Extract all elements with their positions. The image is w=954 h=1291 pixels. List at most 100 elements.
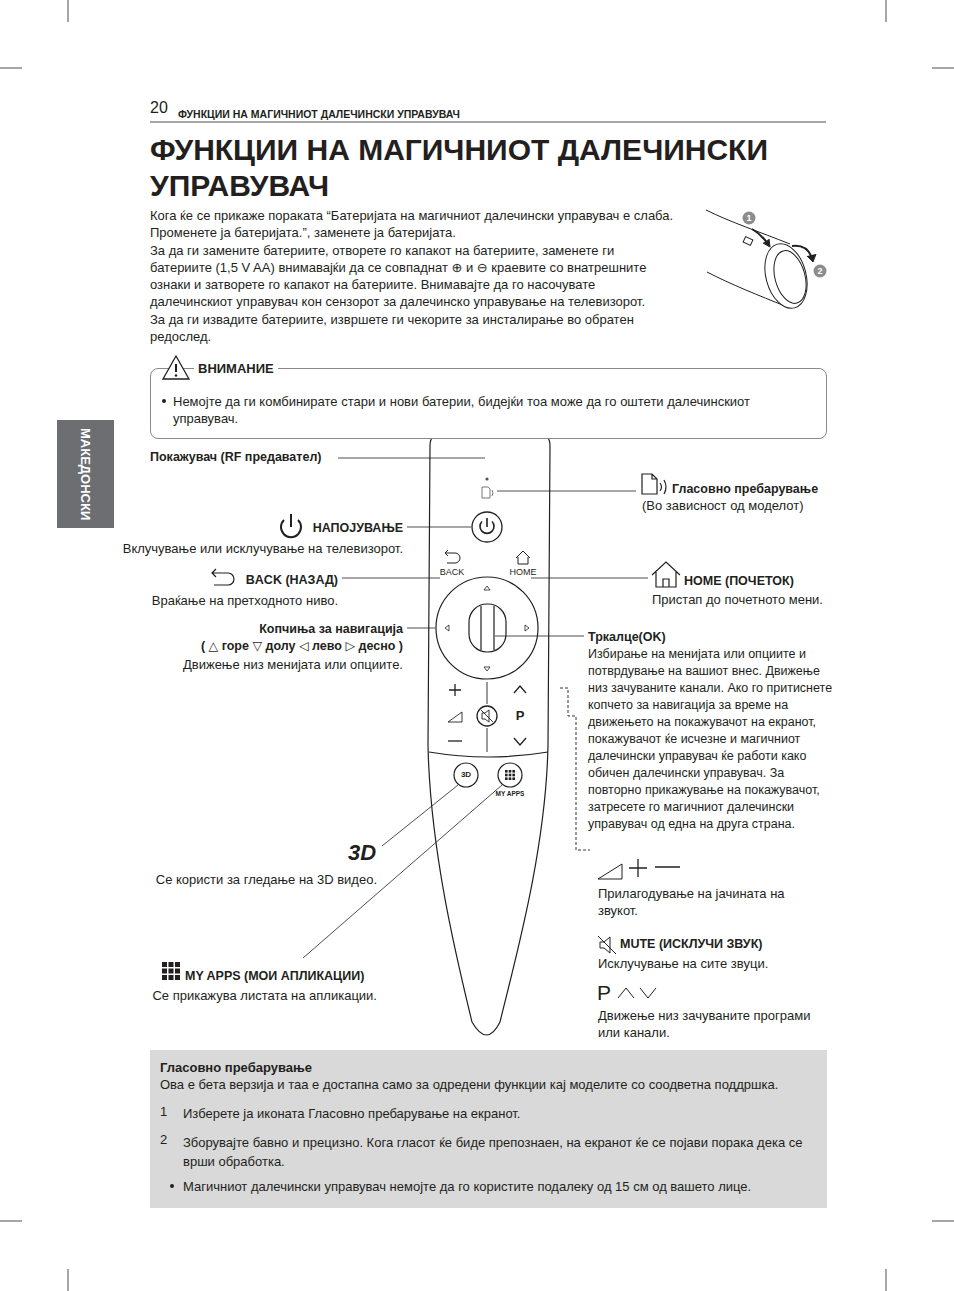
- my-apps-button: [505, 774, 508, 777]
- lower-buttons: [448, 712, 462, 722]
- part-description: Избирање на менијата или опциите и потвр…: [588, 646, 833, 833]
- icon-label: 3D: [348, 840, 376, 866]
- voice-label-icon: [642, 474, 657, 494]
- my-apps-button: [509, 770, 512, 773]
- power-label-icon: [281, 514, 301, 537]
- my-apps-label-icon: [175, 962, 180, 967]
- step-text: Изберете ја иконата Гласовно пребарување…: [183, 1105, 813, 1122]
- part-label: Покажувач (RF предавател): [150, 449, 322, 466]
- home-button-icon: [516, 551, 530, 564]
- tab-text: МАКЕДОНСКИ: [77, 428, 94, 520]
- lower-buttons: [481, 710, 493, 722]
- part-description: Враќање на претходното ниво.: [78, 592, 338, 609]
- intro-text: За да ги замените батериите, отворете го…: [150, 242, 675, 311]
- battery-illustration: [763, 239, 770, 247]
- leader-line: [495, 636, 584, 637]
- remote-body: [428, 432, 550, 1035]
- back-button-icon: [445, 550, 460, 563]
- bracket: [560, 688, 590, 850]
- caution-heading: ВНИМАНИЕ: [194, 360, 278, 377]
- caution-text: Немојте да ги комбинирате стари и нови б…: [173, 393, 818, 428]
- intro-text: За да ги извадите батериите, извршете ги…: [150, 311, 675, 346]
- page-title: ФУНКЦИИ НА МАГИЧНИОТ ДАЛЕЧИНСКИ УПРАВУВА…: [150, 132, 850, 204]
- my-apps-button: [512, 770, 515, 773]
- note-text: Ова е бета верзија и таа е достапна само…: [160, 1076, 820, 1093]
- my-apps-button: [498, 763, 522, 787]
- remote-body: [428, 432, 550, 1035]
- battery-illustration: [769, 247, 812, 307]
- node-decoration: [163, 356, 189, 379]
- leader-line: [407, 628, 435, 629]
- icon-label: P: [597, 981, 611, 1005]
- button-label: P: [510, 708, 530, 723]
- home-label-icon: [652, 562, 680, 587]
- node-decoration: [162, 399, 166, 403]
- step-text: Зборувајте бавно и прецизно. Кога гласот…: [183, 1133, 813, 1171]
- power-label-icon: [281, 514, 301, 537]
- back-button-icon: [445, 550, 460, 563]
- navigation-ring: [481, 606, 494, 650]
- language-tab: МАКЕДОНСКИ: [57, 420, 114, 528]
- node-decoration: [175, 364, 177, 372]
- program-label-icon: [618, 988, 656, 998]
- part-label: BACK (НАЗАД): [238, 572, 338, 589]
- part-description: Се прикажува листата на апликации.: [117, 987, 377, 1004]
- navigation-ring: [436, 577, 538, 679]
- lower-buttons: [477, 706, 497, 726]
- header-rule: [150, 122, 826, 123]
- voice-icon: [482, 487, 493, 498]
- my-apps-button: [505, 770, 508, 773]
- pointer-dot: [485, 477, 488, 480]
- 3d-button: [454, 763, 478, 787]
- page-number: 20: [150, 99, 168, 116]
- part-label: Копчиња за навигација: [143, 621, 403, 638]
- volume-label-icon: [598, 864, 622, 879]
- leader-line: [338, 458, 485, 459]
- lower-buttons: [448, 740, 462, 741]
- volume-label-icon: [629, 859, 680, 877]
- my-apps-label-icon: [169, 962, 174, 967]
- 3d-button: [454, 763, 478, 787]
- part-label: ( △ горе ▽ долу ◁ лево ▷ десно ): [143, 638, 403, 655]
- navigation-ring: [469, 604, 506, 652]
- my-apps-label-icon: [169, 969, 174, 974]
- button-label: HOME: [503, 567, 543, 578]
- power-button: [472, 512, 502, 542]
- program-label-icon: [618, 988, 656, 998]
- step-number: 1: [160, 1103, 167, 1120]
- my-apps-label-icon: [162, 962, 180, 980]
- caution-box: ВНИМАНИЕНемојте да ги комбинирате стари …: [150, 368, 827, 439]
- battery-illustration: [743, 237, 753, 246]
- battery-illustration: [706, 210, 827, 313]
- my-apps-button: [505, 777, 508, 780]
- battery-illustration: [807, 254, 816, 262]
- node-decoration: [175, 374, 177, 376]
- remote-body: [429, 752, 548, 757]
- part-label: Гласовно пребарување: [672, 481, 818, 498]
- button-label: 3D: [454, 770, 478, 780]
- pointer-dot: [485, 477, 488, 480]
- my-apps-button: [512, 777, 515, 780]
- voice-icon: [482, 487, 493, 498]
- part-label: MY APPS (МОИ АПЛИКАЦИИ): [185, 968, 364, 985]
- voice-label-icon: [642, 474, 666, 494]
- step-number: 2: [160, 1131, 167, 1148]
- part-description: Се користи за гледање на 3D видео.: [57, 871, 377, 888]
- part-description: Движење низ зачуваните програми или кана…: [598, 1007, 830, 1042]
- leader-line: [303, 785, 502, 958]
- note-box: Гласовно пребарувањеОва е бета верзија и…: [150, 1050, 827, 1208]
- part-label: MUTE (ИСКЛУЧИ ЗВУК): [620, 936, 762, 953]
- back-label-icon: [212, 569, 234, 585]
- part-description: Исклучување на сите звуци.: [598, 955, 768, 972]
- button-label: MY APPS: [488, 790, 532, 798]
- home-label-icon: [652, 562, 680, 587]
- bracket: [560, 688, 590, 850]
- lower-buttons: [449, 684, 461, 696]
- part-description: Вклучување или исклучување на телевизоро…: [83, 540, 403, 557]
- part-description: Пристап до почетното мени.: [652, 591, 823, 608]
- my-apps-label-icon: [175, 969, 180, 974]
- leader-line: [497, 491, 636, 492]
- volume-label-icon: [598, 859, 680, 879]
